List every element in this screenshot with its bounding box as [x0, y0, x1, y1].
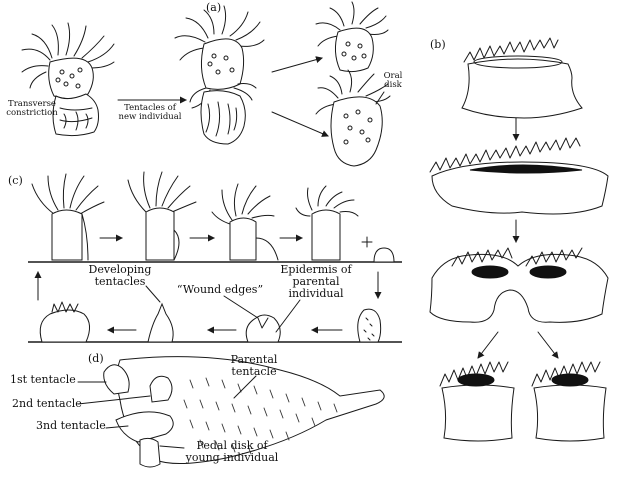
panel-a-drawing [21, 1, 391, 167]
wound-fragment [245, 314, 281, 343]
oral-disk-pointer [375, 91, 385, 105]
pointer-3nd [105, 425, 129, 429]
panel-a-letter: (a) [206, 1, 222, 14]
anemone-constricting [21, 22, 115, 137]
anemone-c1 [31, 173, 105, 261]
anemone-b2 [429, 137, 609, 215]
anemone-c4 [295, 185, 395, 263]
anemone-top-offspring [315, 1, 389, 73]
panel-c-letter: (c) [8, 174, 23, 187]
pointer-pedal [159, 445, 185, 449]
label-2nd-tentacle: 2nd tentacle [12, 397, 82, 410]
label-epidermis-parental: Epidermis of parental individual [280, 263, 352, 300]
arrow-a3 [271, 111, 329, 137]
panel-d-drawing [77, 356, 385, 468]
label-parental-tentacle: Parental tentacle [230, 353, 278, 378]
pointer-wound [223, 295, 259, 319]
panel-b-drawing [429, 37, 609, 442]
anemone-bottom-offspring [315, 69, 391, 167]
pointer-developing [145, 285, 161, 303]
label-developing-tentacles: Developing tentacles [88, 263, 152, 288]
panel-b-letter: (b) [430, 38, 446, 51]
young-anemone-c [39, 301, 90, 343]
anemone-c2 [127, 171, 197, 261]
parental-tentacle-hatching [183, 377, 338, 455]
anemone-b4-right [531, 361, 607, 442]
epidermis-fragment [357, 308, 382, 343]
developing-tentacles-fragment [147, 302, 174, 343]
pointer-parental [233, 375, 257, 399]
anemone-b3 [429, 247, 609, 323]
pointer-epidermis [275, 299, 301, 333]
arrow-a2 [271, 56, 323, 73]
label-tentacles-new-individual: Tentacles of new individual [118, 103, 182, 122]
anemone-b1 [461, 37, 583, 119]
anemone-c3 [211, 183, 279, 261]
panel-d-letter: (d) [88, 352, 104, 365]
label-3nd-tentacle: 3nd tentacle [36, 419, 106, 432]
pointer-2nd [77, 395, 151, 405]
young-individual-d [103, 364, 174, 468]
arrow-b3 [477, 331, 499, 359]
label-pedal-disk: Pedal disk of young individual [185, 439, 279, 464]
label-1st-tentacle: 1st tentacle [10, 373, 76, 386]
label-oral-disk: Oral disk [383, 71, 403, 90]
anemone-dividing [174, 5, 265, 145]
anemone-b4-left [439, 361, 515, 442]
arrow-b4 [537, 331, 559, 359]
label-transverse-constriction: Transverse constriction [6, 99, 58, 118]
label-wound-edges: “Wound edges” [176, 283, 264, 296]
panel-c-drawing [28, 171, 402, 343]
